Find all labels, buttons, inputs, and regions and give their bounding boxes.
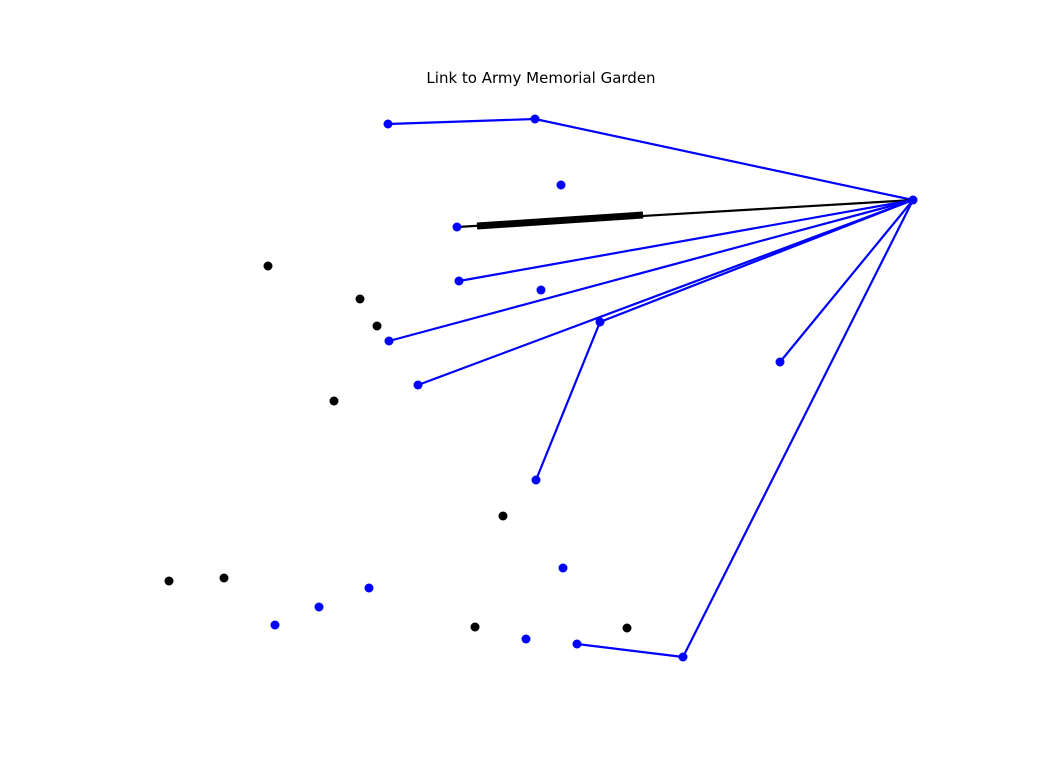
linked-point (908, 195, 918, 205)
unlinked-point (263, 261, 273, 271)
linked-point (413, 380, 423, 390)
linked-point (678, 652, 688, 662)
unlinked-point (470, 622, 480, 632)
linked-point (775, 357, 785, 367)
linked-point (572, 639, 582, 649)
linked-point (270, 620, 280, 630)
link-line (386, 117, 537, 126)
linked-point (531, 475, 541, 485)
linked-point (364, 583, 374, 593)
unlinked-point (329, 396, 339, 406)
highlighted-link-arrow (476, 211, 644, 230)
linked-point (558, 563, 568, 573)
linked-point (383, 119, 393, 129)
linked-point (530, 114, 540, 124)
unlinked-point (164, 576, 174, 586)
link-line (575, 642, 685, 659)
link-line (533, 117, 915, 202)
unlinked-point (622, 623, 632, 633)
nodes-layer (164, 114, 918, 662)
link-line (534, 320, 602, 482)
linked-point (314, 602, 324, 612)
link-line (598, 198, 915, 324)
unlinked-point (372, 321, 382, 331)
link-line (387, 198, 915, 343)
unlinked-point (498, 511, 508, 521)
link-line (457, 198, 915, 283)
highlight-overlay-layer (476, 211, 644, 230)
link-line (416, 198, 915, 387)
linked-point (384, 336, 394, 346)
linked-point (452, 222, 462, 232)
links-layer (386, 117, 915, 659)
unlinked-point (355, 294, 365, 304)
link-line (778, 198, 915, 364)
linked-point (454, 276, 464, 286)
unlinked-point (219, 573, 229, 583)
link-line (681, 198, 915, 659)
linked-point (536, 285, 546, 295)
linked-point (556, 180, 566, 190)
diagram-title: Link to Army Memorial Garden (426, 69, 656, 87)
linked-point (595, 317, 605, 327)
linked-point (521, 634, 531, 644)
